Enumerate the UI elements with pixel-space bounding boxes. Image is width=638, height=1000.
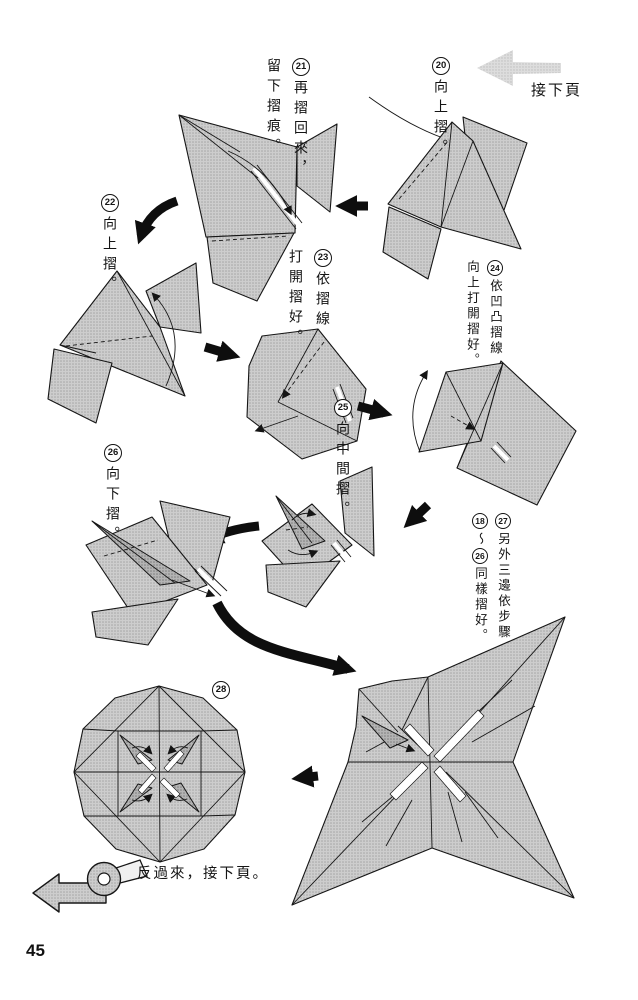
step-24-number: 24	[487, 260, 503, 276]
step-26-label: 26 向下摺。	[96, 444, 126, 584]
turn-over-label: 反過來，接下頁。	[137, 866, 269, 882]
step-22-number: 22	[101, 194, 119, 212]
step-27-range-from: 18	[472, 513, 488, 529]
step-27-number: 27	[495, 513, 511, 529]
step-25-text: 向中間摺。	[335, 421, 351, 521]
step-27-label: 27 另外三邊依步驟 18 ～26 同樣摺好。	[460, 513, 514, 683]
figure-step-21	[178, 114, 338, 302]
figure-step-22	[47, 262, 202, 424]
turn-over-icon	[32, 859, 148, 913]
step-26-number: 26	[104, 444, 122, 462]
step-26-text: 向下摺。	[105, 466, 121, 546]
step-25-number: 25	[334, 399, 352, 417]
step-27-text-b: 同樣摺好。	[473, 566, 487, 645]
step-23-text: 依摺線 打開摺好。	[288, 249, 331, 349]
step-21-text: 再摺回來， 留下摺痕。	[266, 58, 309, 180]
page-number: 45	[26, 941, 45, 960]
arrow-24-to-25	[403, 501, 432, 529]
figure-step-27-star	[291, 616, 575, 906]
step-22-label: 22 向上摺。	[93, 194, 123, 334]
arrow-27-to-28	[291, 765, 319, 788]
figure-step-28-round	[73, 685, 246, 863]
arrow-26-to-27	[212, 600, 357, 676]
next-page-label: 接下頁	[531, 82, 583, 99]
step-24-label: 24依凹凸摺線 向上打開摺好。	[456, 260, 506, 400]
step-25-label: 25 向中間摺。	[326, 399, 356, 539]
step-20-text: 向上摺。	[433, 79, 449, 159]
figure-step-26	[85, 500, 231, 646]
step-20-number: 20	[432, 57, 450, 75]
step-27-text-a: 另外三邊依步驟	[496, 532, 510, 641]
figure-step-24	[412, 360, 577, 506]
figure-step-25	[261, 466, 375, 608]
step-23-number: 23	[314, 249, 332, 267]
step-24-text: 依凹凸摺線 向上打開摺好。	[465, 260, 502, 369]
step-22-text: 向上摺。	[102, 216, 118, 296]
step-23-label: 23依摺線 打開摺好。	[284, 249, 336, 384]
step-21-number: 21	[292, 58, 310, 76]
step-27-tilde: ～	[473, 532, 487, 548]
step-21-label: 21再摺回來， 留下摺痕。	[256, 58, 314, 233]
arrow-21-to-22	[134, 196, 179, 245]
next-page-arrow-icon	[477, 50, 561, 86]
step-20-label: 20 向上摺。	[424, 57, 454, 207]
step-28-number: 28	[212, 681, 230, 699]
figure-step-20	[382, 116, 528, 280]
arrow-23-to-24	[356, 398, 393, 421]
step-27-range-to: 26	[472, 547, 488, 564]
arrow-22-to-23	[203, 340, 241, 362]
